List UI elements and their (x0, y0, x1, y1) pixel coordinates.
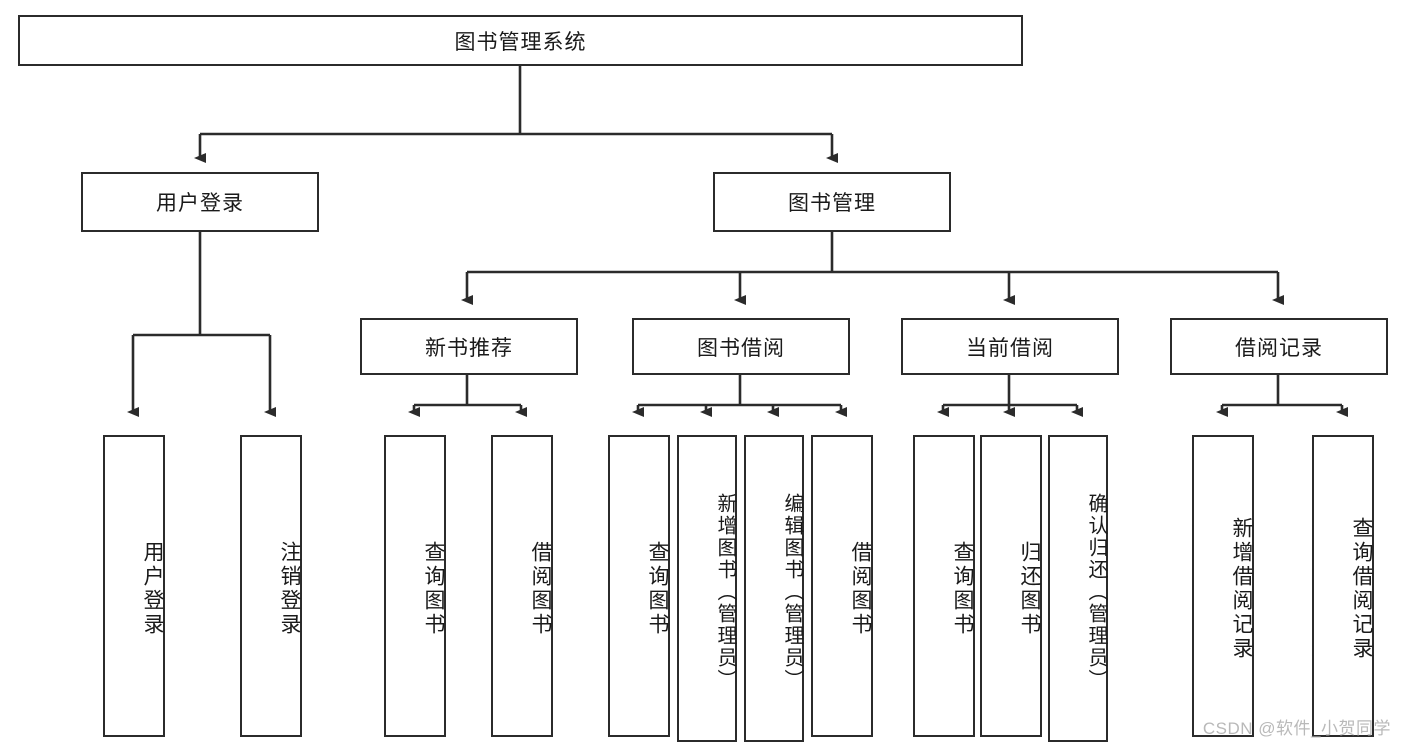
leaf-return-book-label: 归还图书 (1018, 541, 1041, 637)
node-borrow-record[interactable]: 借阅记录 (1170, 318, 1388, 375)
leaf-confirm-return-label: 确认归还（管理员） (1085, 492, 1107, 691)
leaf-query-book-c-label: 查询图书 (951, 541, 974, 637)
node-book-borrow-label: 图书借阅 (697, 336, 785, 360)
leaf-query-book-c[interactable]: 查询图书 (913, 435, 975, 737)
leaf-add-book-label: 新增图书（管理员） (714, 492, 736, 691)
leaf-borrow-book-b[interactable]: 借阅图书 (811, 435, 873, 737)
leaf-add-record[interactable]: 新增借阅记录 (1192, 435, 1254, 737)
node-book-management[interactable]: 图书管理 (713, 172, 951, 232)
node-user-login[interactable]: 用户登录 (81, 172, 319, 232)
node-current-borrow-label: 当前借阅 (966, 336, 1054, 360)
leaf-borrow-book-b-label: 借阅图书 (849, 541, 872, 637)
leaf-user-login[interactable]: 用户登录 (103, 435, 165, 737)
leaf-add-book[interactable]: 新增图书（管理员） (677, 435, 737, 742)
node-book-management-label: 图书管理 (788, 192, 876, 215)
node-user-login-label: 用户登录 (156, 192, 244, 215)
leaf-query-book-b-label: 查询图书 (646, 541, 669, 637)
leaf-query-book-b[interactable]: 查询图书 (608, 435, 670, 737)
leaf-borrow-book-a-label: 借阅图书 (529, 541, 552, 637)
leaf-edit-book[interactable]: 编辑图书（管理员） (744, 435, 804, 742)
leaf-user-login-label: 用户登录 (141, 541, 164, 637)
leaf-return-book[interactable]: 归还图书 (980, 435, 1042, 737)
node-root-label: 图书管理系统 (454, 30, 587, 54)
node-current-borrow[interactable]: 当前借阅 (901, 318, 1119, 375)
leaf-add-record-label: 新增借阅记录 (1230, 517, 1253, 661)
node-new-book-recommend[interactable]: 新书推荐 (360, 318, 578, 375)
node-root[interactable]: 图书管理系统 (18, 15, 1023, 66)
leaf-logout-label: 注销登录 (278, 541, 301, 637)
leaf-query-book-a-label: 查询图书 (422, 541, 445, 637)
leaf-query-record-label: 查询借阅记录 (1350, 517, 1373, 661)
leaf-confirm-return[interactable]: 确认归还（管理员） (1048, 435, 1108, 742)
watermark: CSDN @软件_小贺同学 (1202, 719, 1391, 738)
leaf-edit-book-label: 编辑图书（管理员） (781, 492, 803, 691)
leaf-query-record[interactable]: 查询借阅记录 (1312, 435, 1374, 737)
leaf-borrow-book-a[interactable]: 借阅图书 (491, 435, 553, 737)
node-book-borrow[interactable]: 图书借阅 (632, 318, 850, 375)
leaf-logout[interactable]: 注销登录 (240, 435, 302, 737)
leaf-query-book-a[interactable]: 查询图书 (384, 435, 446, 737)
node-new-book-recommend-label: 新书推荐 (425, 336, 513, 360)
node-borrow-record-label: 借阅记录 (1235, 336, 1323, 360)
